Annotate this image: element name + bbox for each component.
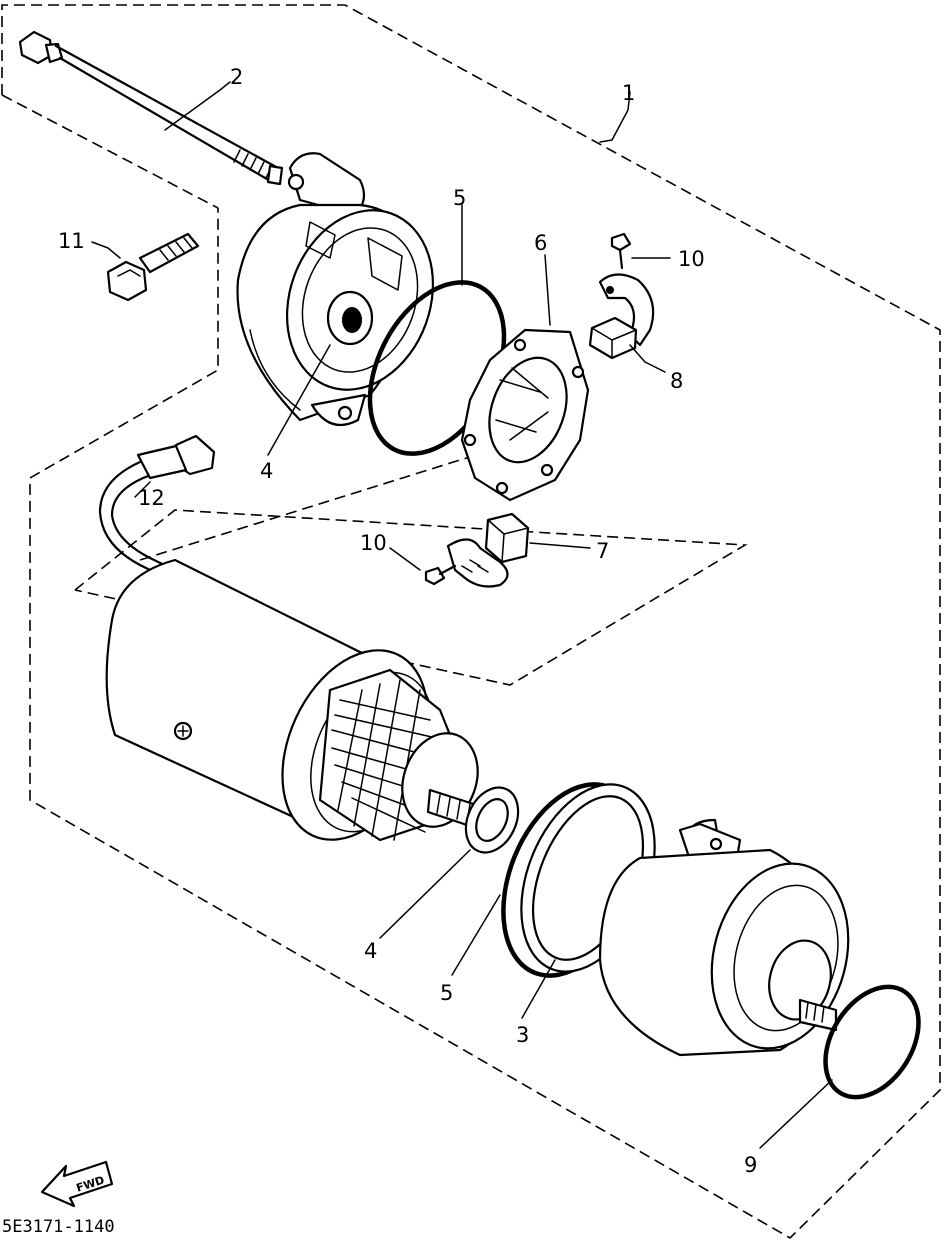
shaft-o-ring [823,984,921,1100]
rear-cover [236,152,435,427]
callout-2: 2 [230,65,243,89]
callout-9: 9 [744,1153,757,1177]
brush-holder-lower [446,512,530,588]
callout-10-upper: 10 [678,247,705,271]
callout-6: 6 [534,231,547,255]
callout-3: 3 [516,1023,529,1047]
brush-holder-upper [588,273,655,360]
yoke-and-armature [105,558,488,842]
fwd-arrow: FWD [40,1160,114,1208]
callout-1: 1 [622,81,635,105]
callout-7: 7 [596,539,609,563]
callout-labels: 1 2 3 4 4 5 5 6 7 8 9 10 10 11 12 [58,65,757,1177]
leader-lines [91,81,833,1149]
brush-screw-upper [610,232,632,270]
callout-8: 8 [670,369,683,393]
front-washer [464,786,520,854]
brush-screw-lower [424,564,457,586]
callout-4-rear: 4 [260,459,273,483]
callout-4-front: 4 [364,939,377,963]
assembly-outline [1,4,941,1239]
callout-10-lower: 10 [360,531,387,555]
callout-5-front: 5 [440,981,453,1005]
callout-5-rear: 5 [453,186,466,210]
callout-11: 11 [58,229,85,253]
flange-bolt [106,232,200,302]
callout-12: 12 [138,486,165,510]
through-bolt [18,30,284,186]
brush-plate [460,328,590,502]
drawing-code: 5E3171-1140 [2,1217,115,1237]
front-cover [598,818,850,1057]
